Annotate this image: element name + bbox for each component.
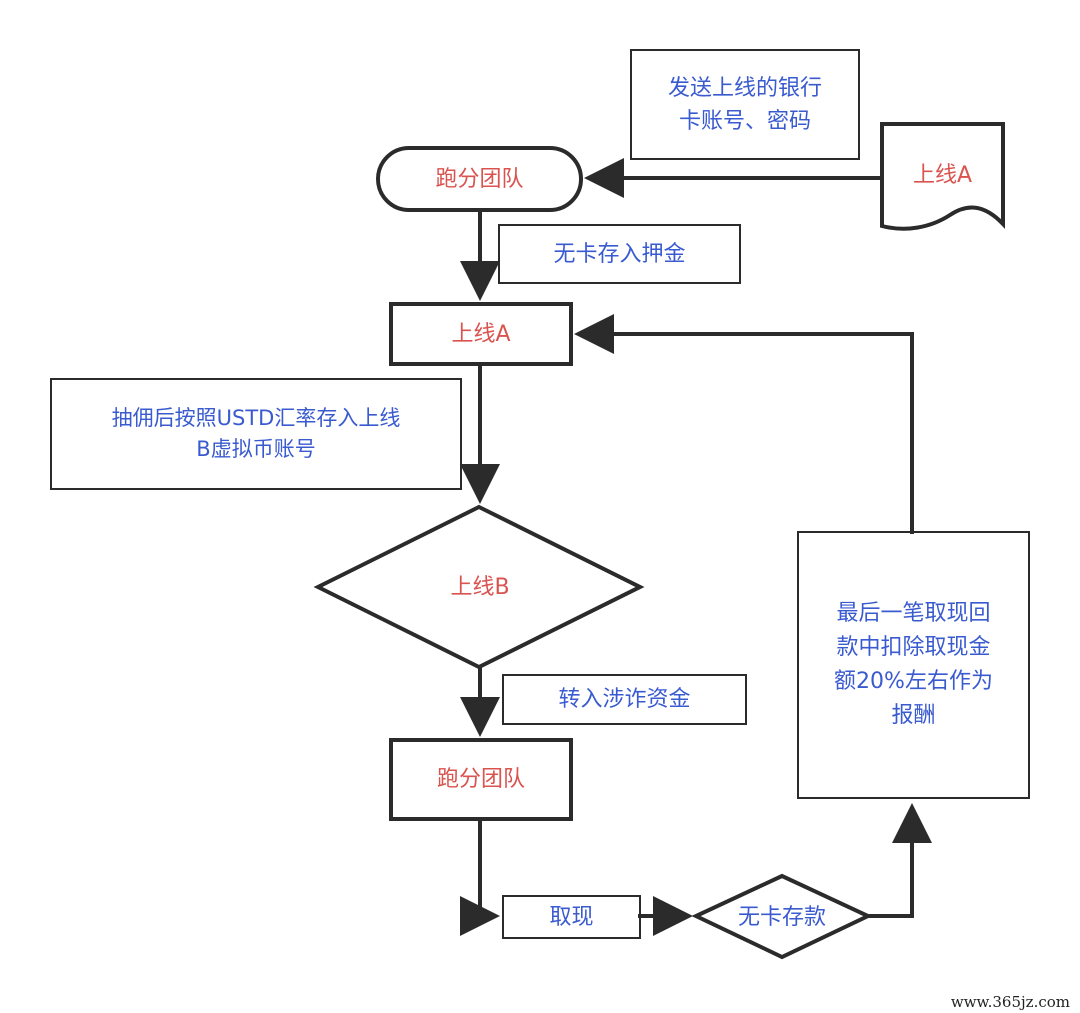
deposit-pledge-note-box xyxy=(498,224,741,284)
transfer-funds-note: 转入涉诈资金 xyxy=(558,687,691,712)
team-top-label: 跑分团队 xyxy=(435,166,524,192)
edge-reward-to-online-a xyxy=(574,314,914,534)
edge-deposit-to-reward xyxy=(866,803,932,918)
online-a-document-node xyxy=(880,122,1005,231)
cardless-deposit-label: 无卡存款 xyxy=(737,904,826,930)
withdraw-node xyxy=(502,895,641,939)
send-bank-note-box xyxy=(630,49,860,160)
watermark: www.365jz.com xyxy=(950,993,1070,1011)
reward-node xyxy=(797,531,1030,799)
send-bank-note: 发送上线的银行 卡账号、密码 xyxy=(667,75,822,134)
online-b-label: 上线B xyxy=(450,574,510,600)
withdraw-label: 取现 xyxy=(549,904,594,930)
deposit-pledge-note: 无卡存入押金 xyxy=(553,241,686,267)
reward-label: 最后一笔取现回 款中扣除取现金 额20%左右作为 报酬 xyxy=(834,600,993,729)
edge-team-to-withdraw xyxy=(460,817,500,936)
cardless-deposit-decision-node xyxy=(691,873,873,960)
online-a-label: 上线A xyxy=(451,321,511,347)
commission-note-box xyxy=(50,378,462,490)
team-bottom-label: 跑分团队 xyxy=(436,767,525,792)
commission-note: 抽佣后按照USTD汇率存入上线 B虚拟币账号 xyxy=(111,405,401,462)
transfer-funds-note-box xyxy=(502,674,747,725)
online-a-document-label: 上线A xyxy=(912,162,973,188)
